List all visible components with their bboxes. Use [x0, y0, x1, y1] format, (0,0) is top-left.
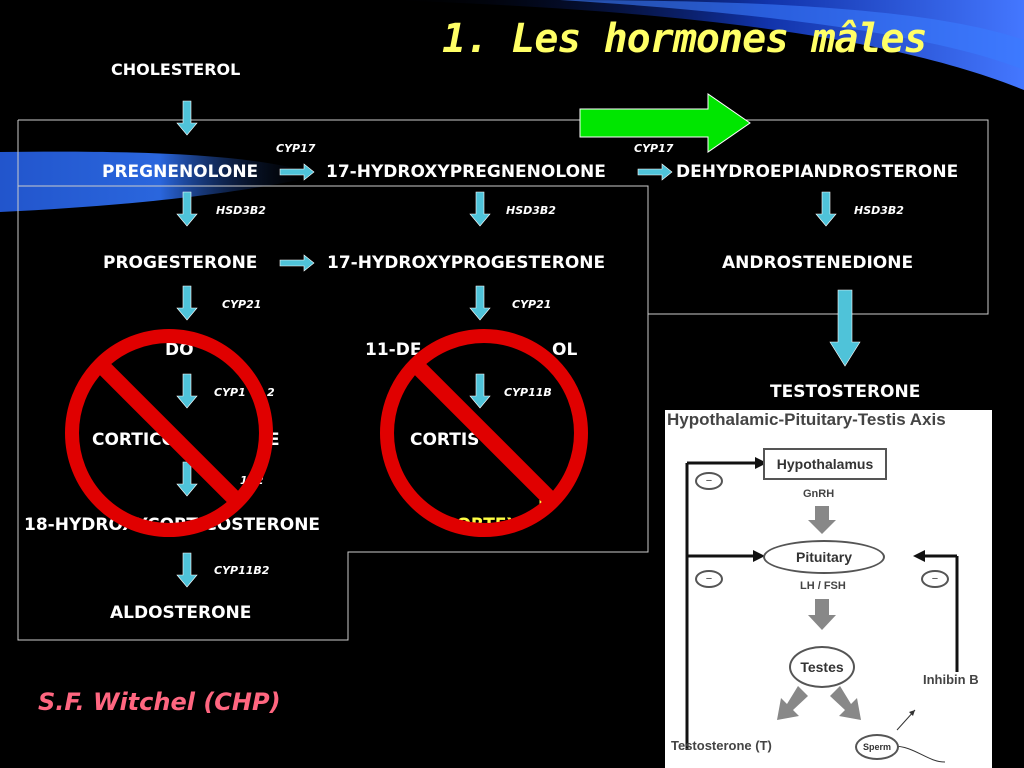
testes-to-sperm-arrow — [830, 686, 861, 720]
down-arrow-17oh-preg — [469, 191, 491, 227]
sperm-oval: Sperm — [855, 734, 899, 760]
testes-to-t-arrow — [777, 686, 808, 720]
down-arrow-preg — [176, 191, 198, 227]
prohibit-sign-left — [65, 329, 273, 537]
gnrh-arrow — [808, 506, 836, 534]
top-right-swoosh-2 — [560, 0, 1024, 70]
androstenedione-label: ANDROSTENEDIONE — [722, 253, 914, 273]
pregnenolone-label: PREGNENOLONE — [102, 162, 259, 182]
lhfsh-label: LH / FSH — [800, 580, 846, 592]
enzyme-cyp11b2-a-end: 2 — [267, 386, 275, 399]
down-arrow-dhea — [815, 191, 837, 227]
down-arrow-androstenedione — [829, 289, 861, 367]
cholesterol-label: CHOLESTEROL — [111, 60, 241, 79]
enzyme-hsd3b2-b: HSD3B2 — [506, 204, 556, 217]
minus-sign-3: − — [921, 570, 949, 588]
gnrh-label: GnRH — [803, 488, 835, 500]
lhfsh-arrow — [808, 599, 836, 630]
progesterone-label: PROGESTERONE — [103, 253, 258, 273]
down-arrow-prog — [176, 285, 198, 321]
enzyme-hsd3b2-c: HSD3B2 — [854, 204, 904, 217]
doc-label: DO — [165, 340, 194, 360]
testosterone-t-label: Testosterone (T) — [671, 738, 772, 753]
hydroxyprogesterone-label: 17-HYDROXYPROGESTERONE — [327, 253, 606, 273]
deoxycortisol-label-a: 11-DE — [365, 340, 422, 360]
right-arrow-prog — [279, 254, 315, 272]
inset-title: Hypothalamic-Pituitary-Testis Axis — [667, 410, 946, 429]
minus-sign-1: − — [695, 472, 723, 490]
enzyme-cyp17-b: CYP17 — [634, 142, 674, 155]
enzyme-cyp11b2-a: CYP1 — [214, 386, 246, 399]
testosterone-label: TESTOSTERONE — [770, 382, 921, 402]
deoxycortisol-label-b: OL — [552, 340, 578, 360]
right-arrow-17oh-preg — [637, 163, 673, 181]
enzyme-cyp11b2-c: CYP11B2 — [214, 564, 270, 577]
dhea-label: DEHYDROEPIANDROSTERONE — [676, 162, 959, 182]
hpt-axis-inset: Hypothalamic-Pituitary-Testis Axis Hypot… — [665, 410, 992, 768]
right-arrow-preg — [279, 163, 315, 181]
inhibin-label: Inhibin B — [923, 672, 979, 687]
author-credit: S.F. Witchel (CHP) — [38, 688, 281, 716]
gonad-outline — [18, 119, 989, 315]
enzyme-hsd3b2-a: HSD3B2 — [216, 204, 266, 217]
down-arrow-18oh — [176, 552, 198, 588]
enzyme-cyp17-a: CYP17 — [276, 142, 316, 155]
inset-arrows — [685, 457, 959, 763]
corticosterone-label-a: CORTICO — [92, 430, 177, 450]
testes-oval: Testes — [789, 646, 855, 688]
pituitary-oval: Pituitary — [763, 540, 885, 574]
minus-sign-2: − — [695, 570, 723, 588]
hypothalamus-box: Hypothalamus — [763, 448, 887, 480]
green-arrow — [579, 93, 751, 153]
enzyme-cyp21-b: CYP21 — [512, 298, 552, 311]
cortisol-label: CORTIS — [410, 430, 480, 450]
prohibit-sign-right — [380, 329, 588, 537]
down-arrow-cholesterol — [176, 100, 198, 136]
slide-title: 1. Les hormones mâles — [442, 16, 928, 62]
corticosterone-label-b: E — [268, 430, 280, 450]
hydroxypregnenolone-label: 17-HYDROXYPREGNENOLONE — [326, 162, 606, 182]
aldosterone-label: ALDOSTERONE — [110, 603, 252, 623]
down-arrow-17oh-prog — [469, 285, 491, 321]
enzyme-cyp11b-b: CYP11B — [504, 386, 552, 399]
left-swoosh — [0, 151, 320, 212]
enzyme-cyp21-a: CYP21 — [222, 298, 262, 311]
